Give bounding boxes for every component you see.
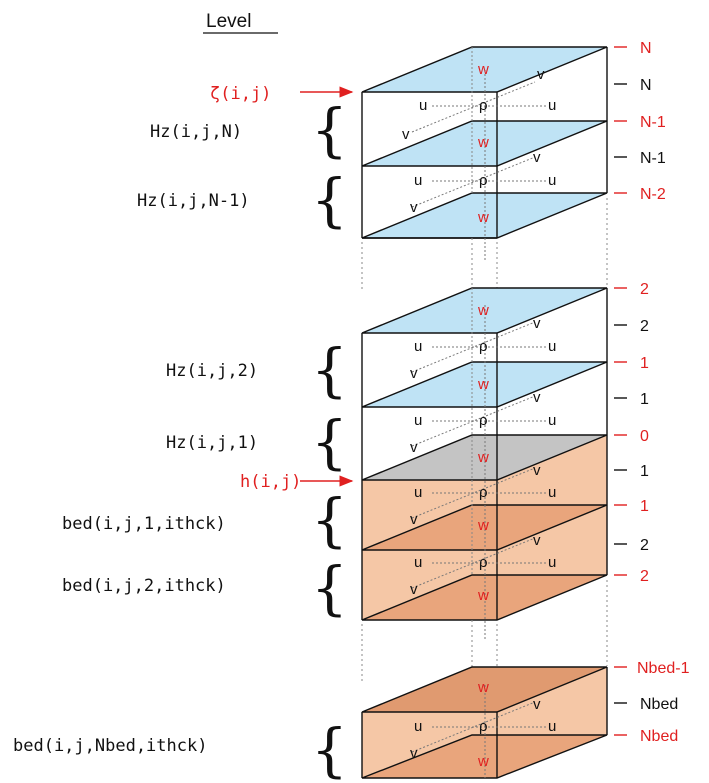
bed-2-label: bed(i,j,2,ithck) bbox=[62, 576, 226, 596]
w-symbol: w bbox=[477, 679, 489, 696]
w-level-label: 1 bbox=[640, 355, 649, 372]
w-symbol: w bbox=[477, 61, 489, 78]
h-marker: h(i,j) bbox=[240, 472, 301, 492]
w-level-label: 0 bbox=[640, 428, 649, 445]
u-symbol: u bbox=[414, 338, 422, 355]
u-symbol: u bbox=[414, 172, 422, 189]
w-symbol: w bbox=[477, 517, 489, 534]
v-symbol: v bbox=[402, 126, 410, 143]
bed-nbed-label: bed(i,j,Nbed,ithck) bbox=[13, 736, 207, 756]
w-level-label: Nbed bbox=[640, 728, 678, 745]
w-level-label: 2 bbox=[640, 281, 649, 298]
brace-icon: { bbox=[311, 408, 348, 476]
v-symbol: v bbox=[410, 745, 418, 762]
brace-icon: { bbox=[311, 716, 348, 783]
u-symbol: u bbox=[548, 172, 556, 189]
u-symbol: u bbox=[414, 412, 422, 429]
w-symbol: w bbox=[477, 449, 489, 466]
v-symbol: v bbox=[533, 315, 541, 332]
v-symbol: v bbox=[533, 696, 541, 713]
level-labels: N N-1 N-2 2 1 0 1 2 Nbed-1 Nbed N N-1 2 … bbox=[614, 40, 690, 745]
v-symbol: v bbox=[410, 365, 418, 382]
v-symbol: v bbox=[533, 462, 541, 479]
w-symbol: w bbox=[477, 302, 489, 319]
v-symbol: v bbox=[533, 149, 541, 166]
brace-icon: { bbox=[311, 486, 348, 554]
u-symbol: u bbox=[548, 412, 556, 429]
left-labels: ζ(i,j) Hz(i,j,N) { Hz(i,j,N-1) { Hz(i,j,… bbox=[13, 84, 354, 783]
rho-level-label: 2 bbox=[640, 318, 649, 335]
u-symbol: u bbox=[548, 718, 556, 735]
level-title: Level bbox=[206, 11, 251, 32]
u-symbol: u bbox=[548, 338, 556, 355]
rho-symbol: ρ bbox=[479, 338, 488, 355]
bed-1-label: bed(i,j,1,ithck) bbox=[62, 514, 226, 534]
rho-symbol: ρ bbox=[479, 484, 488, 501]
u-symbol: u bbox=[414, 554, 422, 571]
brace-icon: { bbox=[311, 96, 348, 164]
u-symbol: u bbox=[548, 554, 556, 571]
u-symbol: u bbox=[548, 484, 556, 501]
rho-symbol: ρ bbox=[479, 554, 488, 571]
u-symbol: u bbox=[419, 97, 427, 114]
zeta-marker: ζ(i,j) bbox=[210, 84, 271, 104]
w-symbol: w bbox=[477, 376, 489, 393]
rho-level-label: N bbox=[640, 77, 652, 94]
rho-symbol: ρ bbox=[479, 718, 488, 735]
brace-icon: { bbox=[311, 166, 348, 234]
w-symbol: w bbox=[477, 587, 489, 604]
gap-continuation-top bbox=[361, 198, 608, 292]
v-symbol: v bbox=[410, 199, 418, 216]
rho-symbol: ρ bbox=[479, 172, 488, 189]
rho-level-label: 1 bbox=[640, 463, 649, 480]
rho-level-label: N-1 bbox=[640, 150, 666, 167]
w-level-label: N-2 bbox=[640, 186, 666, 203]
v-symbol: v bbox=[533, 389, 541, 406]
rho-level-label: 1 bbox=[640, 391, 649, 408]
rho-level-label: Nbed bbox=[640, 696, 678, 713]
u-symbol: u bbox=[414, 484, 422, 501]
v-symbol: v bbox=[410, 439, 418, 456]
hz-n-label: Hz(i,j,N) bbox=[150, 122, 242, 142]
middle-block: w v u ρ u v w v u ρ u v w v u ρ u v w v … bbox=[361, 287, 608, 640]
brace-icon: { bbox=[311, 554, 348, 622]
v-symbol: v bbox=[410, 511, 418, 528]
rho-symbol: ρ bbox=[479, 97, 488, 114]
u-symbol: u bbox=[548, 97, 556, 114]
brace-icon: { bbox=[311, 336, 348, 404]
w-level-label: 2 bbox=[640, 568, 649, 585]
bottom-block: w v u ρ u v w bbox=[361, 666, 608, 779]
hz-n1-label: Hz(i,j,N-1) bbox=[137, 191, 250, 211]
w-level-label: Nbed-1 bbox=[637, 660, 690, 677]
hz-1-label: Hz(i,j,1) bbox=[166, 433, 258, 453]
w-level-label: N-1 bbox=[640, 114, 666, 131]
w-symbol: w bbox=[477, 134, 489, 151]
w-level-label: N bbox=[640, 40, 652, 57]
w-level-label: 1 bbox=[640, 498, 649, 515]
u-symbol: u bbox=[414, 718, 422, 735]
hz-2-label: Hz(i,j,2) bbox=[166, 361, 258, 381]
w-symbol: w bbox=[477, 209, 489, 226]
top-block: w v u ρ u v w v u ρ u v w bbox=[361, 46, 608, 260]
w-symbol: w bbox=[477, 753, 489, 770]
rho-symbol: ρ bbox=[479, 412, 488, 429]
v-symbol: v bbox=[410, 581, 418, 598]
rho-level-label: 2 bbox=[640, 537, 649, 554]
v-symbol: v bbox=[533, 532, 541, 549]
v-symbol: v bbox=[537, 66, 545, 83]
